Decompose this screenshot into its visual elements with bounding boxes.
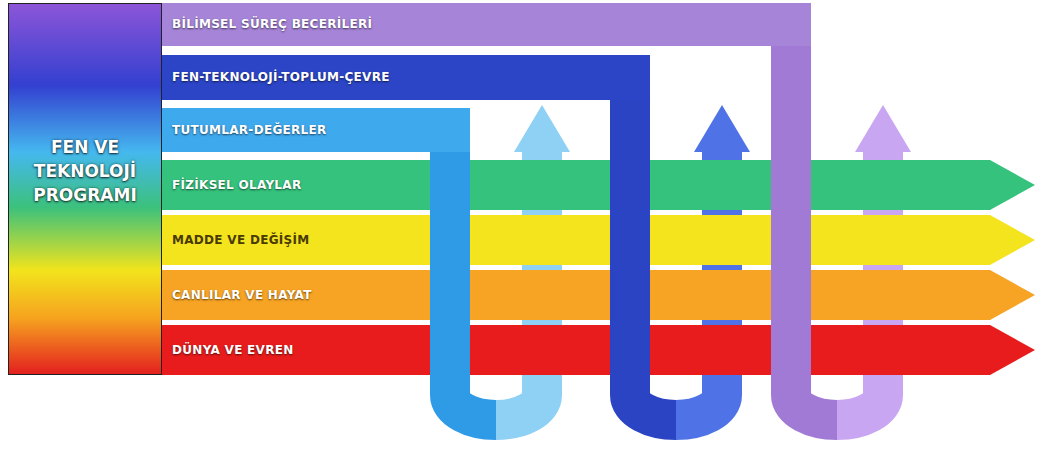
- ribbon-band: TUTUMLAR-DEĞERLER: [162, 108, 470, 152]
- program-title: FEN VE TEKNOLOJİ PROGRAMI: [9, 135, 161, 207]
- arrow-fill: [162, 160, 1035, 210]
- band-label: CANLILAR VE HAYAT: [162, 270, 1035, 320]
- arrow-fill: [162, 270, 1035, 320]
- band-label: BİLİMSEL SÜREÇ BECERİLERİ: [162, 3, 811, 46]
- arrow-band: FİZİKSEL OLAYLAR: [162, 160, 1035, 210]
- band-label: DÜNYA VE EVREN: [162, 325, 1035, 375]
- arrow-fill: [162, 325, 1035, 375]
- ribbon-band: FEN-TEKNOLOJİ-TOPLUM-ÇEVRE: [162, 55, 650, 100]
- program-box: FEN VE TEKNOLOJİ PROGRAMI: [8, 3, 162, 375]
- band-label: TUTUMLAR-DEĞERLER: [162, 108, 470, 152]
- arrow-band: MADDE VE DEĞİŞİM: [162, 215, 1035, 265]
- arrow-band: DÜNYA VE EVREN: [162, 325, 1035, 375]
- arrow-band: CANLILAR VE HAYAT: [162, 270, 1035, 320]
- band-label: FEN-TEKNOLOJİ-TOPLUM-ÇEVRE: [162, 55, 650, 100]
- ribbon-arrowhead: [514, 105, 570, 152]
- band-label: MADDE VE DEĞİŞİM: [162, 215, 1035, 265]
- ribbon-arrowhead: [855, 105, 911, 152]
- band-label: FİZİKSEL OLAYLAR: [162, 160, 1035, 210]
- ribbon-arrowhead: [694, 105, 750, 152]
- arrow-fill: [162, 215, 1035, 265]
- ribbon-band: BİLİMSEL SÜREÇ BECERİLERİ: [162, 3, 811, 46]
